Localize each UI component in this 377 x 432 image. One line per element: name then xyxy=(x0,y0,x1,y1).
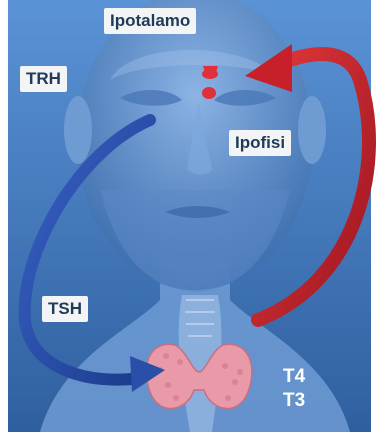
right-ear xyxy=(298,96,326,164)
pituitary-shape xyxy=(202,87,216,99)
pituitary-label: Ipofisi xyxy=(229,130,291,156)
t3-label: T3 xyxy=(283,390,305,412)
hypothalamus-label: Ipotalamo xyxy=(104,8,196,34)
hypothalamus-body xyxy=(202,69,218,79)
trh-label: TRH xyxy=(20,66,67,92)
t4-label: T4 xyxy=(283,366,305,388)
tsh-label: TSH xyxy=(42,296,88,322)
left-ear xyxy=(64,96,92,164)
